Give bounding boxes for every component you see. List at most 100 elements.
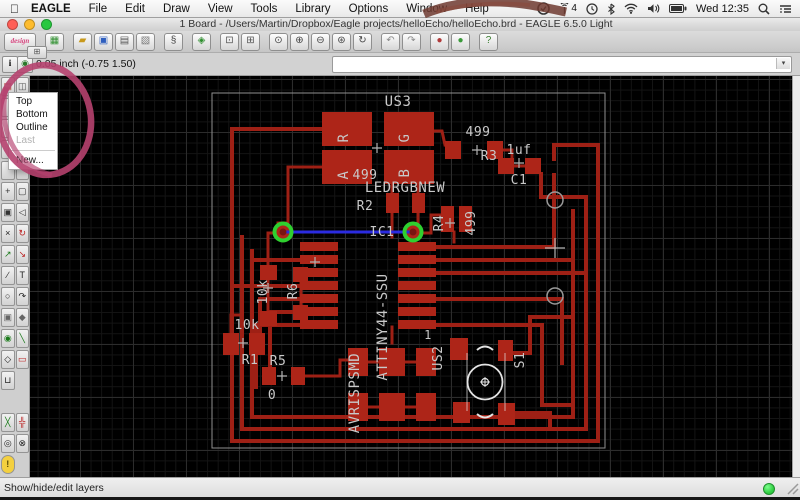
- board-label: 499: [466, 125, 491, 140]
- layer-menu-item-top[interactable]: Top: [16, 96, 33, 107]
- statusbar: Show/hide/edit layers: [0, 477, 800, 498]
- parameter-bar: i ◉ 0.05 inch (-0.75 1.50) ▾: [0, 52, 800, 76]
- window-bottom-edge: [0, 497, 800, 500]
- line-icon[interactable]: ∕: [1, 266, 15, 285]
- toolbar-separator: [156, 34, 163, 50]
- sync-badge-icon[interactable]: [537, 2, 551, 15]
- warning-icon[interactable]: !: [1, 455, 15, 474]
- print-icon[interactable]: ▤: [115, 32, 134, 51]
- menu-eagle[interactable]: EAGLE: [22, 2, 71, 15]
- menu-file[interactable]: File: [79, 2, 108, 15]
- timemachine-icon[interactable]: [586, 2, 598, 15]
- errors-icon[interactable]: ⊗: [15, 434, 29, 453]
- s1-button-outline[interactable]: [466, 345, 506, 419]
- window-titlebar[interactable]: 1 Board - /Users/Martin/Dropbox/Eagle pr…: [0, 17, 800, 32]
- via-icon[interactable]: ◉: [1, 329, 15, 348]
- board-label: US2: [431, 346, 446, 371]
- use-icon[interactable]: ◈: [192, 32, 211, 51]
- menu-library[interactable]: Library: [286, 2, 330, 15]
- board-label: 1uf: [507, 143, 532, 158]
- volume-icon[interactable]: [647, 3, 660, 14]
- resize-grip[interactable]: [786, 482, 799, 495]
- layer-menu-item-bottom[interactable]: Bottom: [16, 109, 48, 120]
- zoom-in-icon[interactable]: ⊕: [290, 32, 309, 51]
- save-icon[interactable]: ▣: [94, 32, 113, 51]
- window-icon[interactable]: ⊡: [220, 32, 239, 51]
- close-button[interactable]: [7, 18, 18, 30]
- wifi-icon[interactable]: [624, 3, 638, 14]
- layer-menu-item-new[interactable]: New...: [16, 155, 44, 166]
- restring-icon[interactable]: ⊔: [1, 371, 15, 390]
- window-title: 1 Board - /Users/Martin/Dropbox/Eagle pr…: [179, 18, 613, 30]
- rotate-icon[interactable]: ↻: [15, 224, 29, 243]
- menu-options[interactable]: Options: [339, 2, 389, 15]
- modem-icon[interactable]: 4: [559, 2, 577, 15]
- signal-icon[interactable]: ╲: [15, 329, 29, 348]
- mirror-icon[interactable]: ◁: [15, 203, 29, 222]
- grid-button[interactable]: ⊞: [27, 46, 47, 59]
- palette-row: ∕T: [0, 266, 29, 287]
- board-label: R3: [481, 149, 498, 164]
- command-input[interactable]: [334, 58, 776, 71]
- palette-row: +▢: [0, 182, 29, 203]
- menu-window[interactable]: Window: [397, 2, 447, 15]
- rect-icon[interactable]: ▣: [1, 308, 15, 327]
- stop-icon[interactable]: ●: [430, 32, 449, 51]
- statusbar-hint: Show/hide/edit layers: [4, 482, 104, 494]
- copy-icon[interactable]: ▣: [1, 203, 15, 222]
- auto-icon[interactable]: ╬: [15, 413, 29, 432]
- menu-draw[interactable]: Draw: [153, 2, 190, 15]
- board-pads[interactable]: [223, 112, 541, 425]
- layer-menu-item-outline[interactable]: Outline: [16, 122, 48, 133]
- zoom-out-icon[interactable]: ⊖: [311, 32, 330, 51]
- smd-icon[interactable]: ▭: [15, 350, 29, 369]
- circle-icon[interactable]: ○: [1, 287, 15, 306]
- arc-icon[interactable]: ↷: [15, 287, 29, 306]
- minimize-button[interactable]: [24, 18, 35, 30]
- palette-row: ◎⊗: [0, 434, 29, 455]
- go-icon[interactable]: ●: [451, 32, 470, 51]
- menu-tools[interactable]: Tools: [241, 2, 278, 15]
- layer-menu-item-last[interactable]: Last: [16, 135, 35, 146]
- ripup-icon[interactable]: ↘: [15, 245, 29, 264]
- move-icon[interactable]: +: [1, 182, 15, 201]
- group-icon[interactable]: ▢: [15, 182, 29, 201]
- airwire[interactable]: [272, 221, 424, 243]
- zoom-fit-icon[interactable]: ⊙: [269, 32, 288, 51]
- menubar-status: 4 Wed 12:35: [537, 2, 800, 15]
- tile-icon[interactable]: ⊞: [241, 32, 260, 51]
- apple-menu-icon[interactable]: : [10, 2, 19, 16]
- battery-icon[interactable]: [668, 4, 687, 13]
- ratsnest-icon[interactable]: ╳: [1, 413, 15, 432]
- help-icon[interactable]: ?: [479, 32, 498, 51]
- redraw-icon[interactable]: ↻: [353, 32, 372, 51]
- delete-icon[interactable]: ×: [1, 224, 15, 243]
- board-label: US3: [385, 94, 412, 110]
- script-icon[interactable]: §: [164, 32, 183, 51]
- polygon-icon[interactable]: ◆: [15, 308, 29, 327]
- zoom-button[interactable]: [41, 18, 52, 30]
- menubar-clock[interactable]: Wed 12:35: [695, 2, 749, 15]
- menu-help[interactable]: Help: [456, 2, 489, 15]
- redo-icon[interactable]: ↷: [402, 32, 421, 51]
- info-button[interactable]: i: [2, 56, 18, 73]
- via-highlight-right: [402, 221, 424, 243]
- undo-icon[interactable]: ↶: [381, 32, 400, 51]
- hole-icon[interactable]: ◇: [1, 350, 15, 369]
- scrollbar-track[interactable]: [792, 75, 800, 477]
- coordinate-display: 0.05 inch (-0.75 1.50): [36, 58, 136, 70]
- open-icon[interactable]: ▰: [73, 32, 92, 51]
- notification-center-icon[interactable]: [779, 4, 792, 14]
- text-icon[interactable]: T: [15, 266, 29, 285]
- menu-edit[interactable]: Edit: [116, 2, 145, 15]
- wire-icon[interactable]: ↗: [1, 245, 15, 264]
- menu-view[interactable]: View: [198, 2, 233, 15]
- cam-icon[interactable]: ▧: [136, 32, 155, 51]
- spotlight-icon[interactable]: [758, 3, 770, 15]
- library-icon[interactable]: ▦: [45, 32, 64, 51]
- bluetooth-icon[interactable]: [607, 3, 615, 15]
- drc-icon[interactable]: ◎: [1, 434, 15, 453]
- zoom-select-icon[interactable]: ⊛: [332, 32, 351, 51]
- combobox-arrow-icon[interactable]: ▾: [776, 58, 790, 69]
